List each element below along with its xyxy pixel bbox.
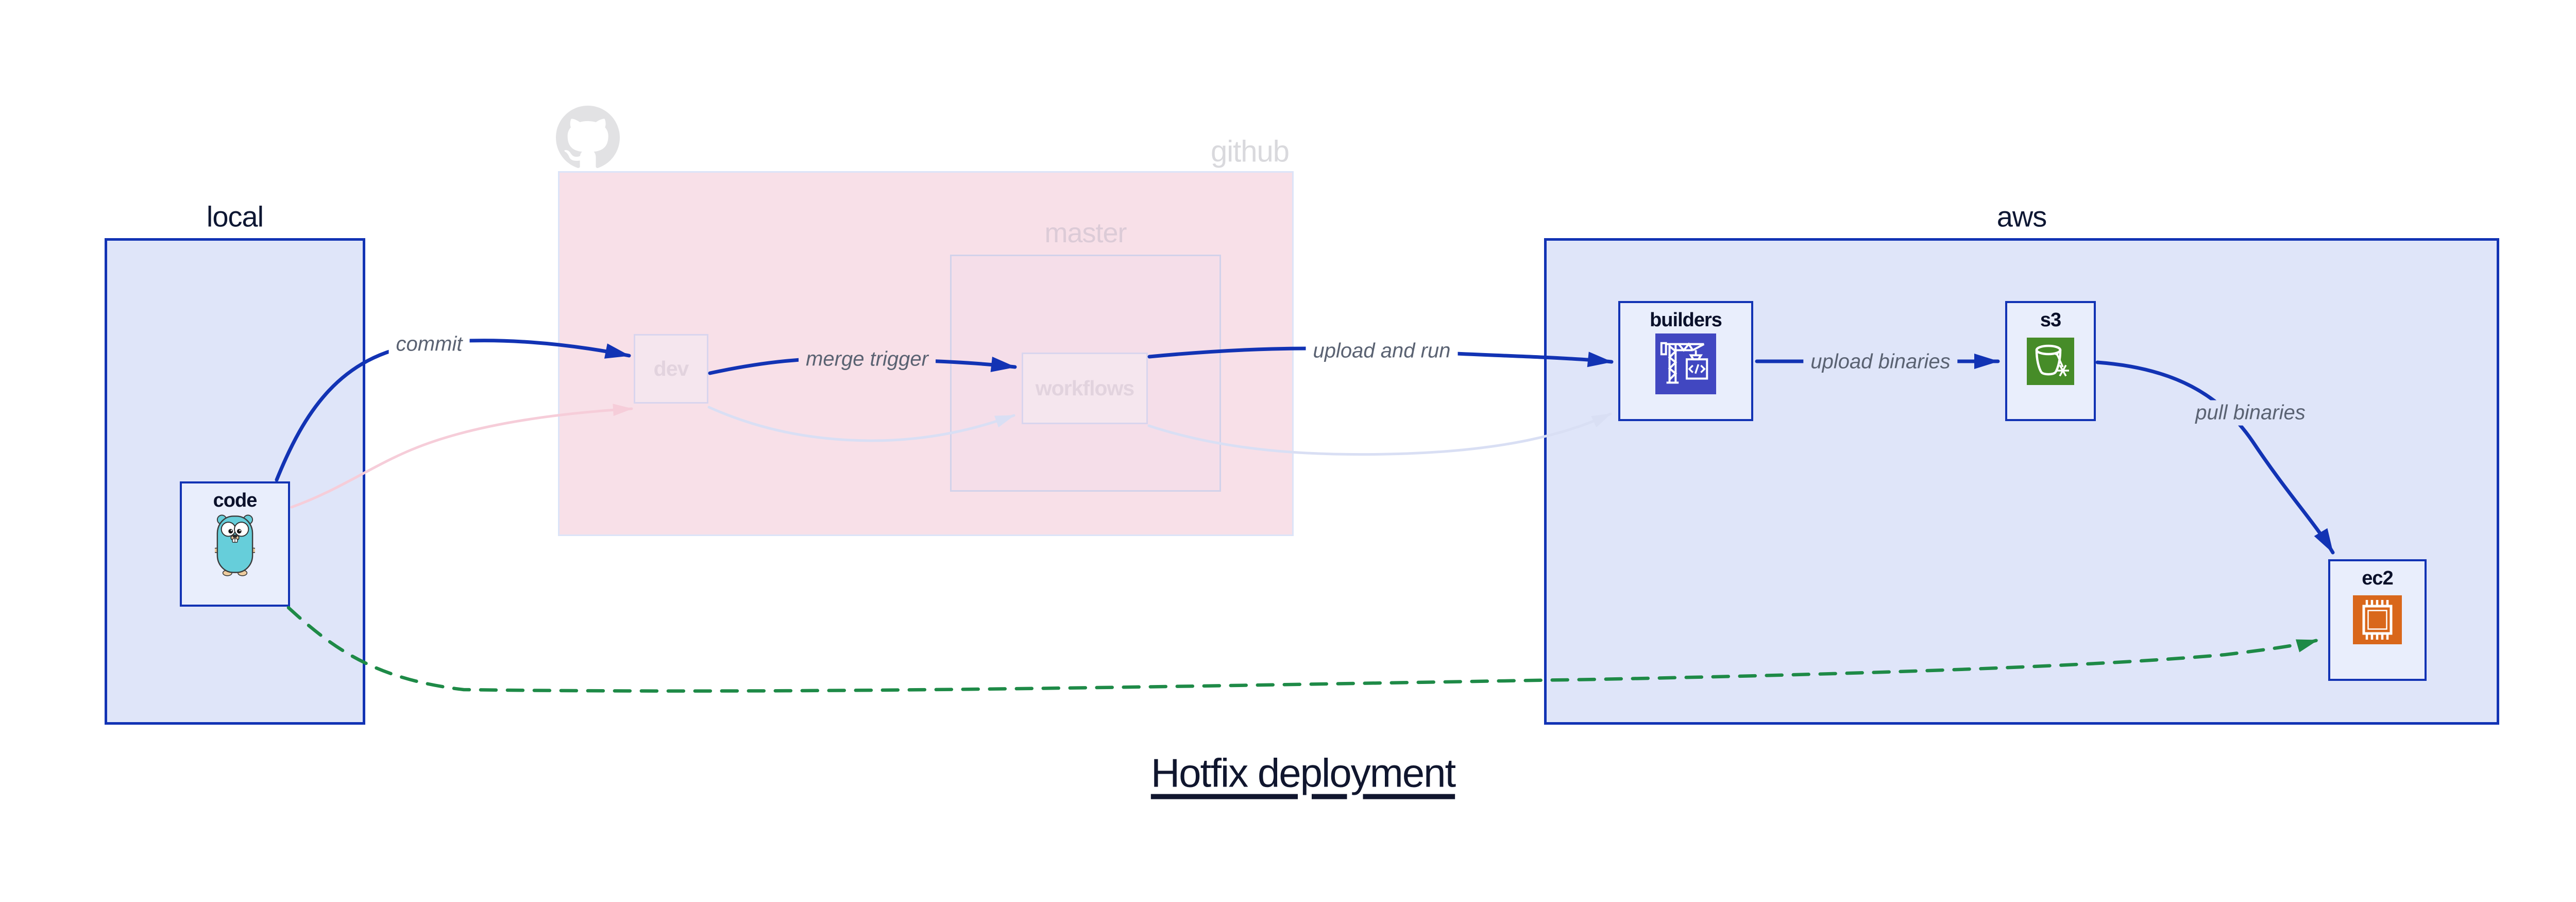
region-label-github: github <box>1210 135 1290 169</box>
node-workflows-label: workflows <box>1035 376 1134 400</box>
node-code-label: code <box>213 490 258 511</box>
region-label-local: local <box>206 200 264 233</box>
octocat-icon <box>556 106 620 168</box>
ec2-chip-icon <box>2353 595 2402 644</box>
region-label-aws: aws <box>1996 200 2047 233</box>
node-ec2: ec2 <box>2328 559 2427 681</box>
node-builders: builders <box>1618 301 1753 421</box>
region-label-master: master <box>1044 218 1127 248</box>
edge-label-upload-and-run: upload and run <box>1306 338 1458 364</box>
node-dev: dev <box>634 334 708 404</box>
node-ec2-label: ec2 <box>2362 567 2393 589</box>
edge-label-upload-binaries: upload binaries <box>1803 349 1958 375</box>
node-s3: s3 <box>2005 301 2096 421</box>
edge-label-pull-binaries: pull binaries <box>2188 400 2313 426</box>
node-s3-label: s3 <box>2040 309 2061 331</box>
codebuild-crane-icon <box>1655 333 1716 394</box>
s3-bucket-snowflake-icon <box>2027 338 2074 385</box>
diagram-title: Hotfix deployment <box>1150 750 1456 796</box>
gopher-icon <box>215 514 255 576</box>
node-workflows: workflows <box>1022 353 1148 424</box>
node-builders-label: builders <box>1650 309 1722 331</box>
node-dev-label: dev <box>653 357 689 380</box>
edge-label-merge-trigger: merge trigger <box>799 346 936 372</box>
node-code: code <box>180 481 290 607</box>
edge-label-commit: commit <box>388 331 470 357</box>
